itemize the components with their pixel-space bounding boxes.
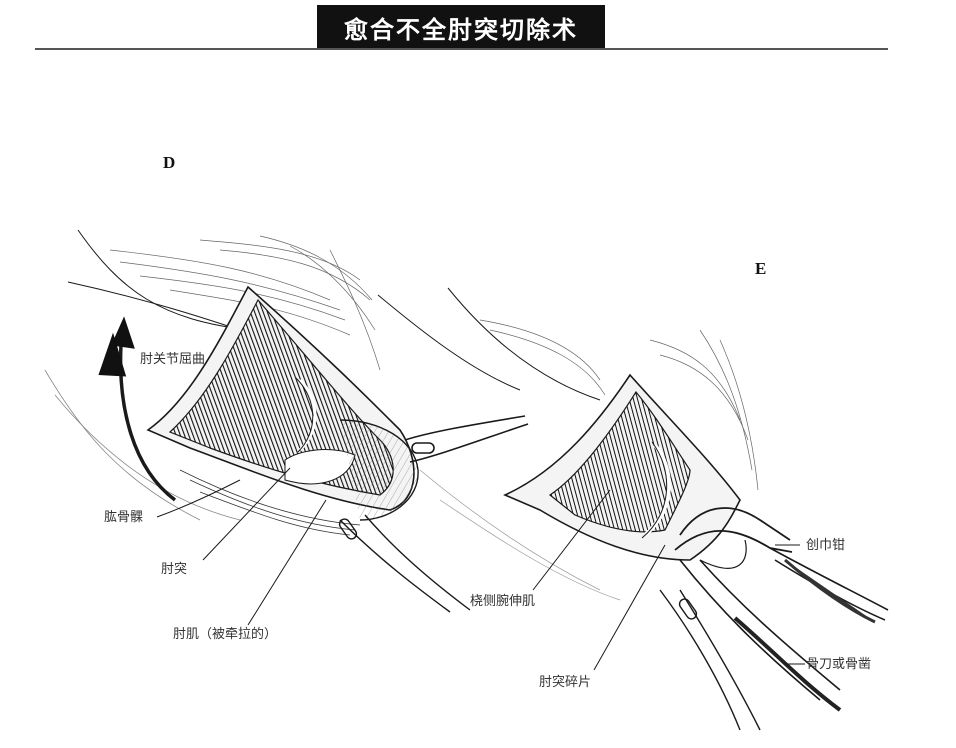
label-olecranon: 肘突 — [161, 562, 188, 577]
label-bone-cutter: 骨刀或骨凿 — [806, 657, 872, 672]
panel-letter-e: E — [755, 259, 767, 278]
label-elbow-muscle: 肘肌（被牵拉的） — [173, 627, 278, 642]
page-title-text: 愈合不全肘突切除术 — [344, 14, 578, 44]
header-rule — [35, 48, 888, 50]
panel-letter-d: D — [163, 153, 176, 172]
label-olecranon-fragment: 肘突碎片 — [539, 675, 592, 690]
figure-d-drawing — [44, 229, 529, 626]
page-title: 愈合不全肘突切除术 — [317, 5, 605, 49]
label-extensor-carpi-radialis: 桡侧腕伸肌 — [470, 594, 536, 609]
figure-e-drawing — [377, 287, 889, 731]
label-humeral-condyle: 肱骨髁 — [104, 510, 144, 525]
label-towel-clamp: 创巾钳 — [806, 538, 846, 553]
label-elbow-flexion: 肘关节屈曲 — [140, 352, 206, 367]
